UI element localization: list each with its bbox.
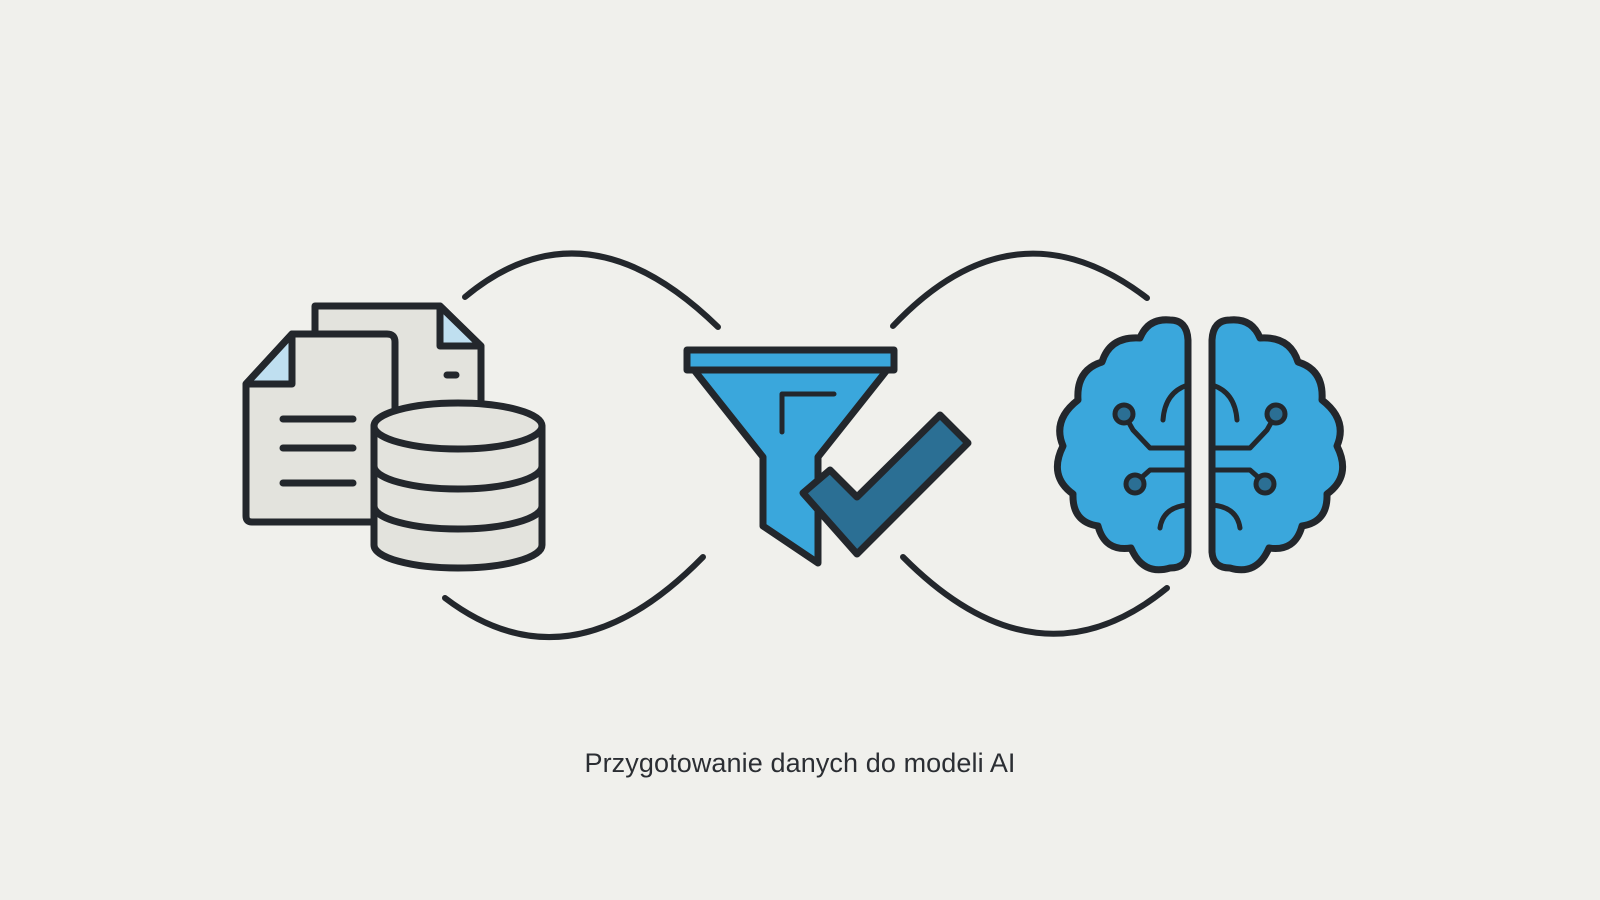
documents-database-icon <box>242 302 546 572</box>
database-body <box>370 422 546 572</box>
diagram-caption: Przygotowanie danych do modeli AI <box>584 748 1016 778</box>
funnel-highlight <box>779 391 837 435</box>
brain-circuit-icon <box>1053 316 1347 574</box>
connector-arcs <box>442 250 1170 640</box>
brain-left-hemisphere <box>1053 316 1192 574</box>
funnel-body <box>690 366 891 567</box>
brain-right-hemisphere <box>1208 316 1347 574</box>
database-top <box>370 399 546 453</box>
front-document-fold <box>242 330 296 388</box>
arc-bottom-right <box>900 554 1170 637</box>
check-mark <box>799 411 972 558</box>
arc-bottom-left <box>442 554 706 640</box>
back-document-fold <box>436 302 485 350</box>
arc-top-left <box>462 250 721 330</box>
funnel-check-icon <box>683 346 972 567</box>
brain-circuit-nodes <box>1112 402 1288 496</box>
database-ring-2 <box>370 502 546 533</box>
arc-top-right <box>890 250 1150 329</box>
database-ring-1 <box>370 462 546 493</box>
